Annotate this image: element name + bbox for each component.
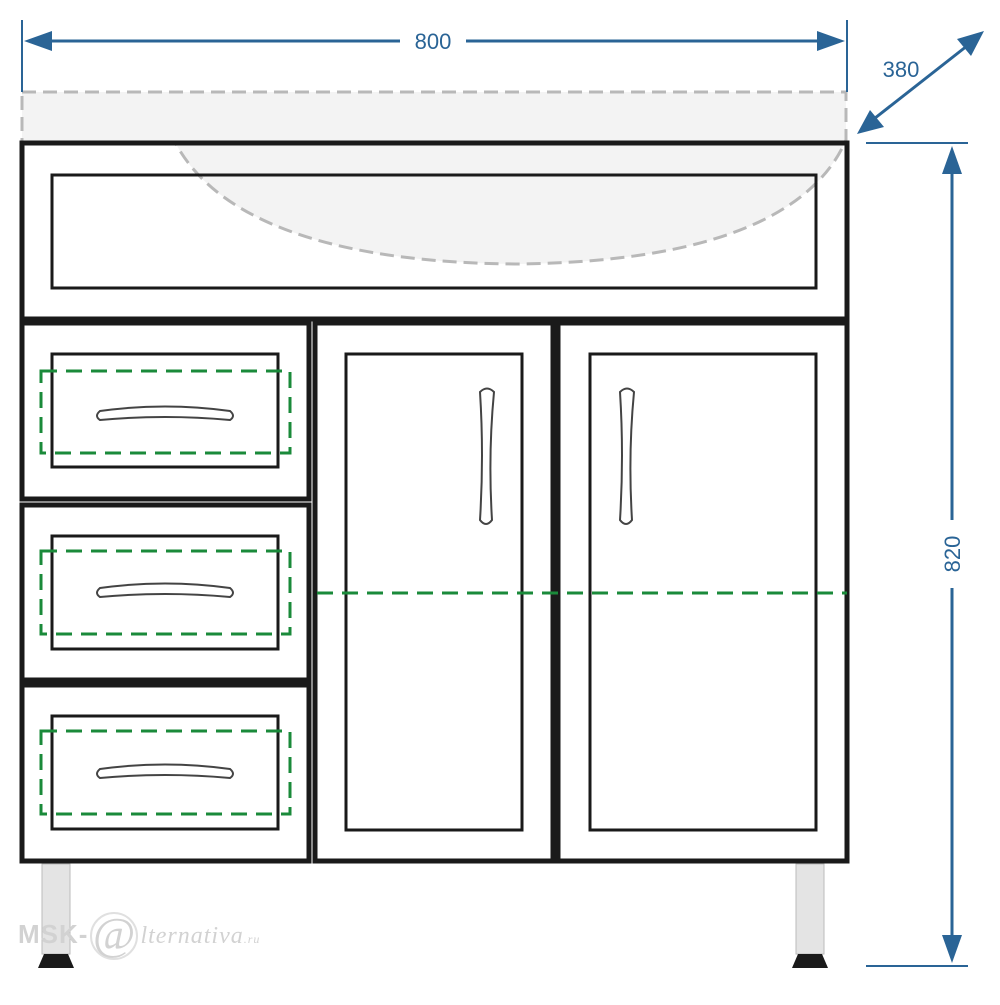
door-handles	[478, 387, 636, 525]
drawer-1-guide	[39, 369, 292, 455]
basin-outline	[20, 90, 848, 266]
watermark-name: lternativa	[140, 922, 244, 949]
door-handle-right	[618, 387, 636, 525]
drawer-handle-3	[96, 763, 234, 780]
leg-right-foot	[792, 954, 828, 968]
drawer-2	[19, 502, 312, 683]
watermark-logo: MSK-@lternativa.ru	[18, 911, 261, 960]
watermark-tld: .ru	[243, 931, 261, 946]
top-panel	[19, 140, 850, 322]
drawer-3-guide	[39, 729, 292, 816]
drawer-1	[19, 320, 312, 502]
inner-guides	[39, 369, 847, 816]
width-label: 800	[415, 29, 452, 54]
door-right-panel	[588, 352, 818, 832]
legs	[38, 863, 828, 968]
watermark-prefix: MSK-	[18, 918, 89, 949]
top-panel-inset	[50, 173, 818, 290]
drawer-1-front	[50, 352, 280, 469]
height-label: 820	[940, 536, 965, 573]
drawer-3	[19, 682, 312, 864]
drawer-handle-2	[96, 582, 234, 599]
leg-left	[41, 863, 71, 955]
width-dimension	[21, 20, 848, 92]
drawer-2-guide	[39, 549, 292, 636]
drawer-handle-1	[96, 405, 234, 422]
depth-dimension	[857, 31, 984, 134]
door-handle-left	[478, 387, 496, 525]
drawer-2-front	[50, 534, 280, 651]
leg-left-foot	[38, 954, 74, 968]
height-dimension	[866, 142, 968, 967]
drawer-3-front	[50, 714, 280, 831]
drawer-handles	[96, 405, 234, 780]
watermark-mark: @	[90, 911, 139, 960]
leg-right	[795, 863, 825, 955]
depth-label: 380	[883, 57, 920, 82]
